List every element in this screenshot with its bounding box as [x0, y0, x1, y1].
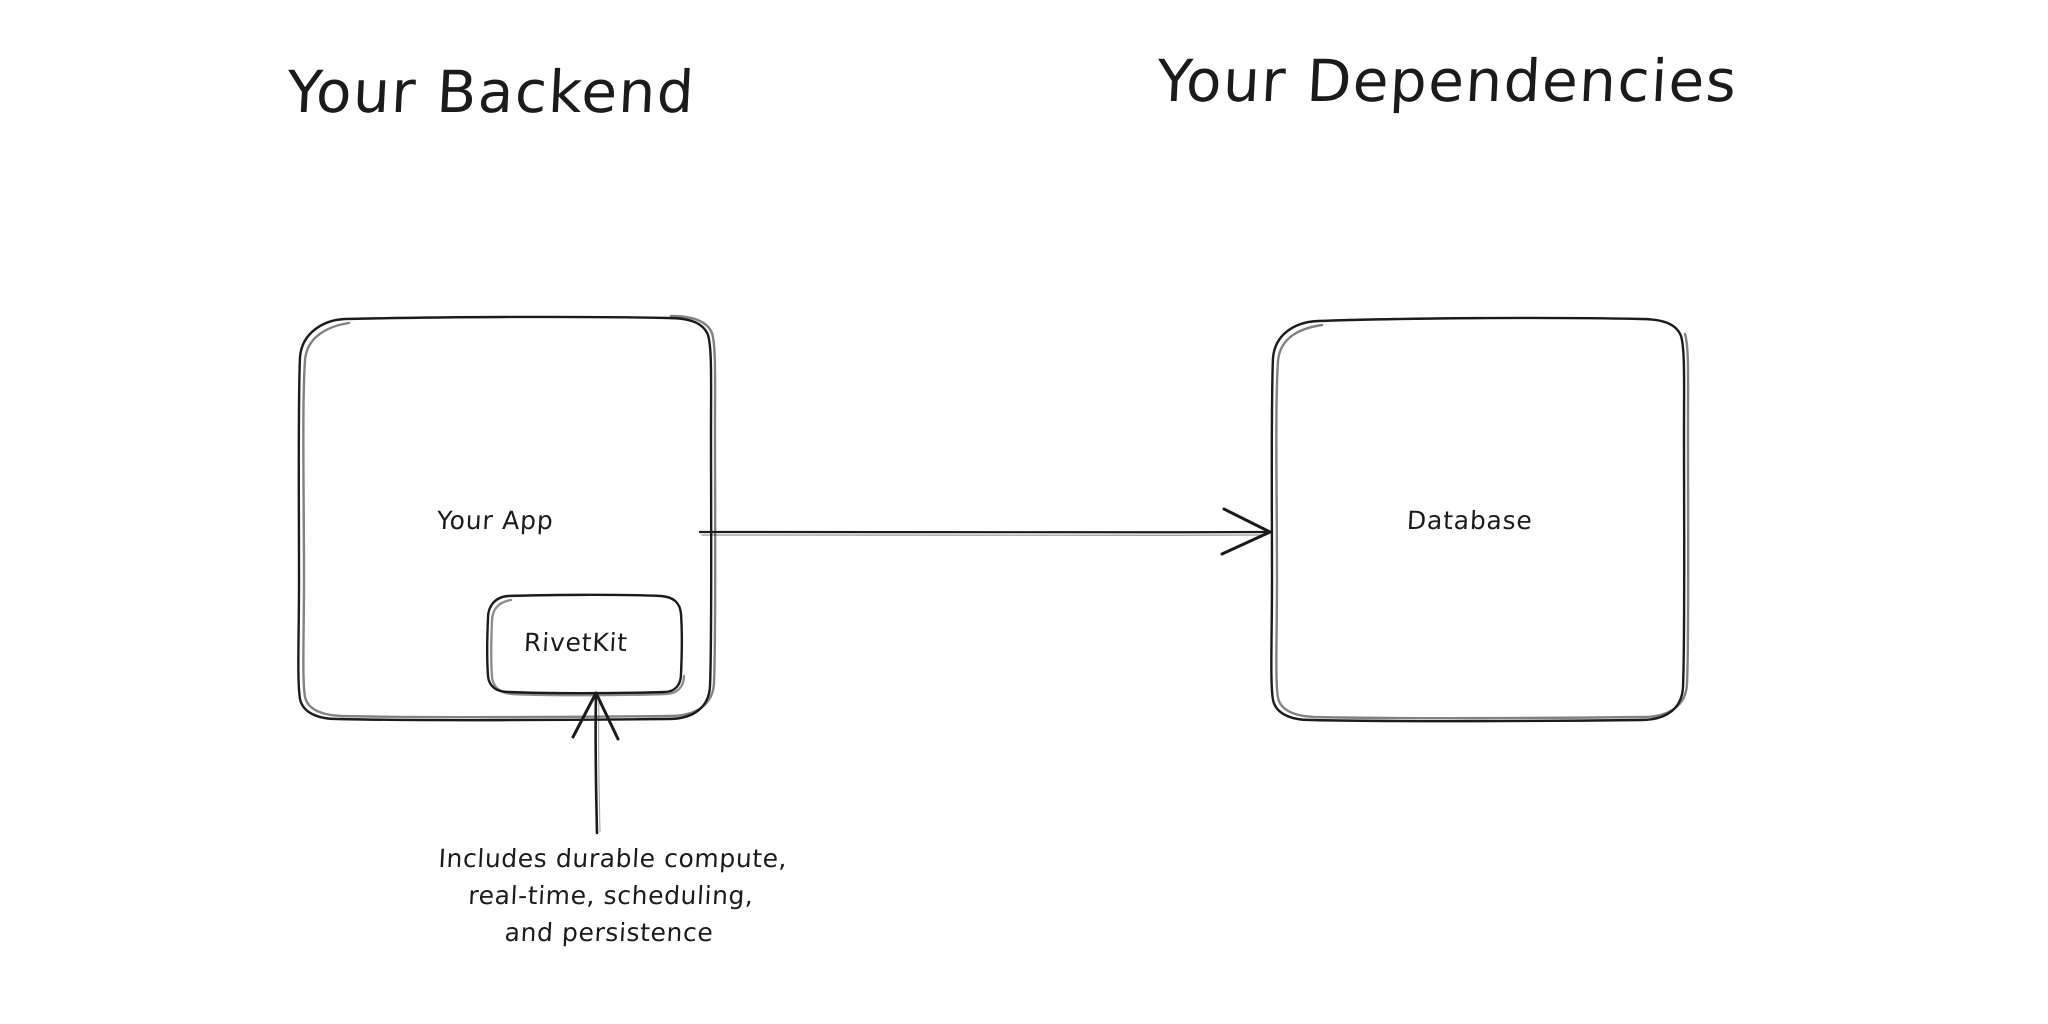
- arrowhead-right: [1220, 507, 1272, 556]
- node-label-database[interactable]: Database: [1406, 506, 1534, 535]
- node-rivetkit-shape[interactable]: [486, 593, 686, 697]
- node-database-shape[interactable]: [1270, 316, 1690, 723]
- annotation-rivetkit-caption: Includes durable compute, real-time, sch…: [422, 840, 800, 951]
- annotation-line-1: Includes durable compute,: [437, 844, 789, 873]
- node-label-rivetkit[interactable]: RivetKit: [523, 628, 629, 657]
- node-label-your-app[interactable]: Your App: [436, 506, 555, 535]
- group-title-dependencies: Your Dependencies: [1155, 47, 1740, 115]
- annotation-line-2: real-time, scheduling,: [467, 881, 755, 910]
- annotation-line-3: and persistence: [503, 918, 715, 947]
- edge-caption-to-rivetkit[interactable]: [571, 691, 620, 835]
- arrowhead-up: [571, 691, 620, 741]
- edge-app-to-database[interactable]: [698, 507, 1272, 556]
- node-your-app-shape[interactable]: [297, 314, 717, 722]
- group-title-backend: Your Backend: [285, 58, 698, 126]
